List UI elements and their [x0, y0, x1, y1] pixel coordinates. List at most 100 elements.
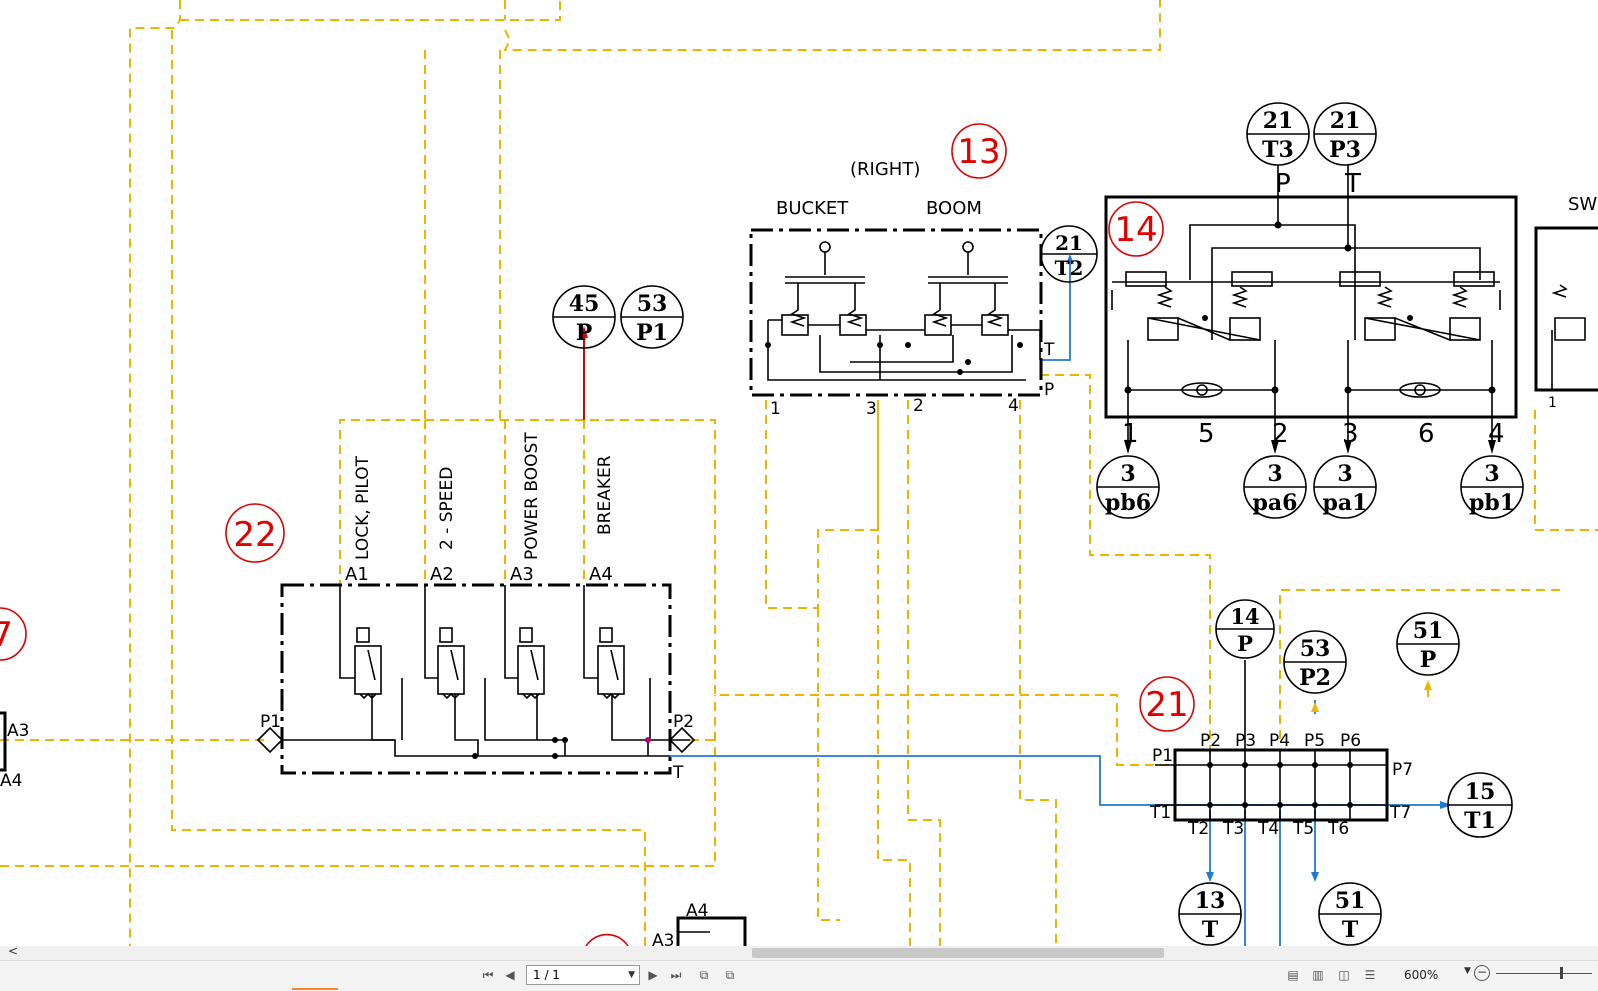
chevron-down-icon: ▼	[628, 970, 635, 980]
zoom-slider[interactable]	[1496, 973, 1592, 974]
balloon-13: 13	[957, 132, 1000, 172]
v14-port-4: 4	[1488, 419, 1505, 449]
single-page-icon[interactable]: ▤	[1287, 968, 1299, 982]
left-partial-block: A3 A4	[0, 711, 29, 791]
balloon-7: 7	[0, 615, 13, 655]
v13-port-t: T	[1043, 340, 1055, 360]
svg-text:14: 14	[1230, 604, 1259, 629]
svg-text:P: P	[1420, 647, 1437, 673]
ref-51-p: 51 P	[1396, 612, 1460, 676]
svg-text:15: 15	[1465, 779, 1496, 805]
svg-text:21: 21	[1330, 108, 1361, 134]
previous-page-icon[interactable]: ◀	[505, 968, 515, 982]
ref-53-p1: 53 P1	[620, 285, 684, 349]
v21-port-p1: P1	[1152, 746, 1173, 766]
taskbar-indicator	[292, 988, 338, 990]
v13-header-right: (RIGHT)	[850, 159, 920, 180]
ref-45-p: 45 P	[552, 285, 616, 349]
scrollbar-thumb[interactable]	[752, 948, 1164, 958]
v22-port-a4: A4	[589, 564, 613, 585]
page-number-field[interactable]: 1 / 1 ▼	[526, 965, 640, 985]
svg-text:P3: P3	[1329, 137, 1361, 163]
v22-port-p1: P1	[260, 712, 281, 732]
v21-port-t4: T4	[1257, 819, 1279, 839]
balloon-21: 21	[1145, 685, 1188, 725]
ref-3-pb1: 3 pb1	[1460, 455, 1524, 519]
svg-text:P: P	[576, 320, 593, 346]
next-page-icon[interactable]: ▶	[648, 968, 658, 982]
v13-label-boom: BOOM	[926, 198, 982, 219]
first-page-icon[interactable]: ⏮	[482, 968, 494, 982]
bottom-port-a3: A3	[652, 931, 674, 946]
v21-port-t5: T5	[1292, 819, 1314, 839]
ref-21-t3: 21 T3	[1246, 102, 1310, 166]
zoom-out-icon[interactable]: −	[1474, 965, 1490, 981]
v22-port-p2: P2	[673, 712, 694, 732]
tank-lines	[670, 254, 1452, 946]
v21-port-t7: T7	[1389, 803, 1411, 823]
ref-3-pb6: 3 pb6	[1096, 455, 1160, 519]
svg-text:21: 21	[1263, 108, 1294, 134]
svg-text:T2: T2	[1055, 256, 1084, 280]
valve-14: P T 1 5 2 3 6	[1104, 165, 1598, 454]
two-page-icon[interactable]: ◫	[1338, 968, 1350, 982]
viewer-toolbar: ⏮ ◀ 1 / 1 ▼ ▶ ⏭ ⧉ ⧉ ▤ ▥ ◫ ☰ 600% ▼ −	[0, 960, 1598, 991]
left-port-a3: A3	[7, 721, 29, 741]
continuous-page-icon[interactable]: ▥	[1312, 968, 1324, 982]
v13-port-1: 1	[770, 399, 781, 419]
v21-port-p4: P4	[1269, 731, 1290, 751]
page-number-value: 1 / 1	[533, 968, 560, 982]
ref-21-t2: 21 T2	[1040, 225, 1098, 283]
svg-text:45: 45	[569, 291, 600, 317]
balloon-22: 22	[233, 515, 276, 555]
ref-14-p: 14 P	[1215, 599, 1275, 659]
forward-view-icon[interactable]: ⧉	[725, 968, 735, 982]
zoom-level[interactable]: 600%	[1404, 968, 1439, 982]
valve-13: (RIGHT) BUCKET BOOM 1 3 2 4 T P	[749, 159, 1055, 419]
v22-label-power-boost: POWER BOOST	[522, 432, 542, 560]
svg-text:51: 51	[1335, 888, 1366, 914]
svg-text:T3: T3	[1262, 137, 1294, 163]
hydraulic-schematic: A1 A2 A3 A4 P1 P2 T LOCK, PILOT 2 - SPEE…	[0, 0, 1598, 960]
svg-text:pb6: pb6	[1105, 490, 1151, 516]
svg-text:51: 51	[1413, 618, 1444, 644]
back-view-icon[interactable]: ⧉	[699, 968, 709, 982]
v22-port-a1: A1	[345, 564, 369, 585]
ref-15-t1: 15 T1	[1447, 772, 1513, 838]
last-page-icon[interactable]: ⏭	[670, 968, 682, 982]
sw-partial-label: SW	[1568, 194, 1597, 215]
zoom-dropdown-icon[interactable]: ▼	[1464, 966, 1471, 976]
svg-text:pb1: pb1	[1469, 490, 1515, 516]
svg-text:T1: T1	[1464, 808, 1496, 834]
svg-text:3: 3	[1120, 461, 1135, 487]
left-port-a4: A4	[0, 771, 22, 791]
svg-text:21: 21	[1055, 231, 1083, 255]
v21-port-p7: P7	[1392, 760, 1413, 780]
scroll-left-icon[interactable]: <	[8, 944, 19, 958]
v14-port-6: 6	[1418, 419, 1435, 449]
svg-text:13: 13	[1195, 888, 1226, 914]
svg-text:T: T	[1202, 917, 1219, 943]
svg-text:53: 53	[637, 291, 668, 317]
v13-label-bucket: BUCKET	[776, 198, 849, 219]
v22-port-t: T	[672, 763, 684, 783]
v21-port-t2: T2	[1187, 819, 1209, 839]
ref-3-pa6: 3 pa6	[1243, 455, 1307, 519]
v22-port-a3: A3	[510, 564, 534, 585]
svg-text:pa6: pa6	[1253, 490, 1298, 516]
svg-text:53: 53	[1300, 636, 1331, 662]
two-page-continuous-icon[interactable]: ☰	[1364, 968, 1376, 982]
v13-port-4: 4	[1008, 396, 1019, 416]
v21-port-t3: T3	[1222, 819, 1244, 839]
horizontal-scrollbar[interactable]: <	[0, 944, 1598, 960]
v21-port-t1: T1	[1149, 803, 1171, 823]
ref-53-p2: 53 P2	[1283, 630, 1347, 694]
v21-port-p6: P6	[1340, 731, 1361, 751]
v13-port-3: 3	[866, 399, 877, 419]
zoom-slider-handle[interactable]	[1560, 967, 1563, 979]
v21-port-p2: P2	[1200, 731, 1221, 751]
v14-port-1: 1	[1122, 419, 1139, 449]
svg-text:3: 3	[1267, 461, 1282, 487]
reference-bubbles: 45 P 53 P1 21 T2 21 T3 21 P3 3 pb6 3 pa6…	[552, 102, 1524, 946]
ref-13-t: 13 T	[1178, 882, 1242, 946]
